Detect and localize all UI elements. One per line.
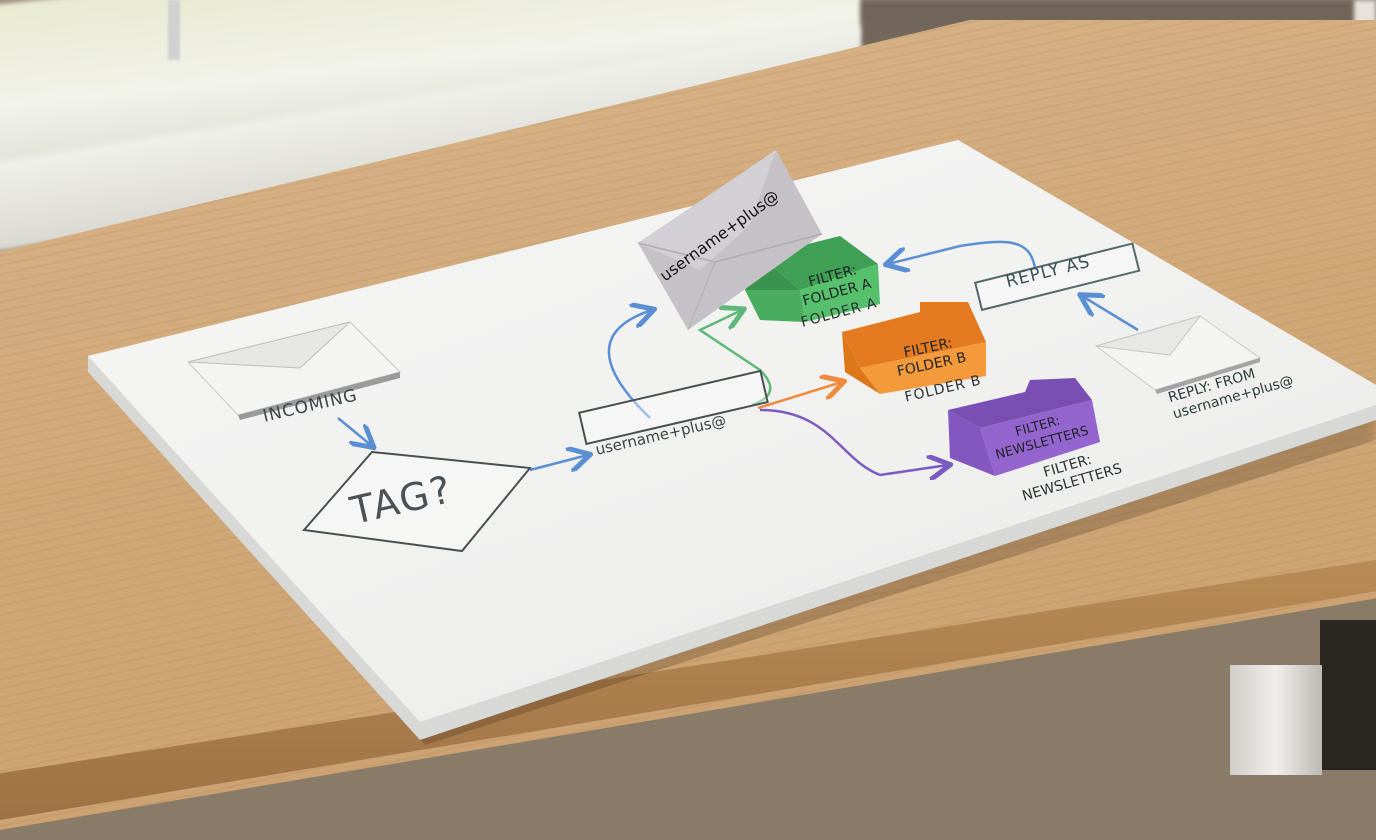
arrow-to-folder-b	[757, 382, 842, 410]
arrow-address-to-envelope	[607, 310, 652, 419]
tray-newsletters-icon	[948, 378, 1100, 476]
arrow-to-newsletters	[759, 408, 948, 475]
tray-folder-b-icon	[842, 302, 986, 394]
arrow-to-folder-a	[697, 310, 772, 407]
arrow-replyas-to-folder-a	[888, 240, 1037, 268]
arrow-tag-to-address	[529, 455, 588, 470]
tag-decision-shape	[302, 450, 532, 553]
window-mullion	[168, 0, 180, 60]
desk-leg	[1230, 665, 1322, 775]
incoming-envelope-icon	[187, 321, 401, 420]
arrow-incoming-to-tag	[337, 417, 372, 446]
under-desk-shadow	[1320, 620, 1376, 770]
arrow-reply-to-replyas	[1082, 296, 1139, 332]
flowchart-arrows	[337, 240, 1139, 768]
floating-envelope-icon	[637, 150, 823, 331]
reply-envelope-icon	[1094, 315, 1262, 394]
